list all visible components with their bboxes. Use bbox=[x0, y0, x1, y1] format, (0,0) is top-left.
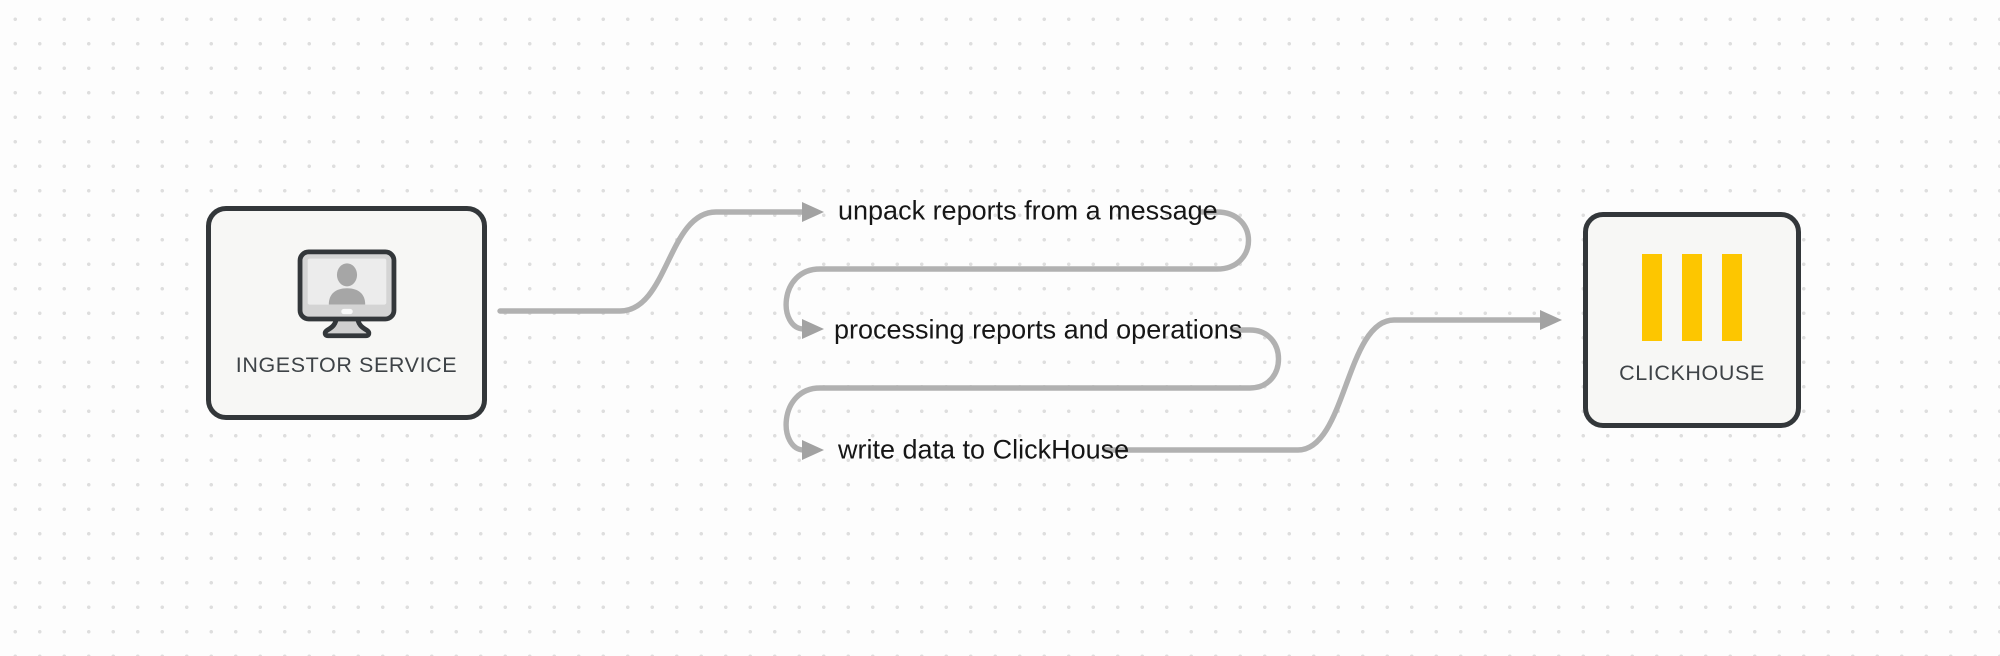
clickhouse-label: CLICKHOUSE bbox=[1619, 361, 1765, 385]
step-label-unpack-reports: unpack reports from a message bbox=[838, 195, 1218, 226]
connector-step1-to-step2 bbox=[783, 209, 1252, 339]
clickhouse-bar bbox=[1642, 254, 1662, 341]
node-clickhouse: CLICKHOUSE bbox=[1583, 212, 1801, 428]
clickhouse-bar bbox=[1722, 254, 1742, 341]
step-label-write-data: write data to ClickHouse bbox=[838, 434, 1130, 465]
connector-ingestor-to-step1 bbox=[497, 202, 824, 314]
node-ingestor-service: INGESTOR SERVICE bbox=[206, 206, 487, 420]
user-monitor-icon bbox=[297, 248, 396, 338]
ingestor-service-label: INGESTOR SERVICE bbox=[235, 352, 458, 377]
step-label-processing-reports: processing reports and operations bbox=[834, 314, 1243, 345]
clickhouse-bar bbox=[1682, 254, 1702, 341]
connector-step2-to-step3 bbox=[783, 327, 1282, 460]
clickhouse-bars-icon bbox=[1642, 254, 1742, 341]
connector-step3-to-clickhouse bbox=[1102, 310, 1562, 453]
